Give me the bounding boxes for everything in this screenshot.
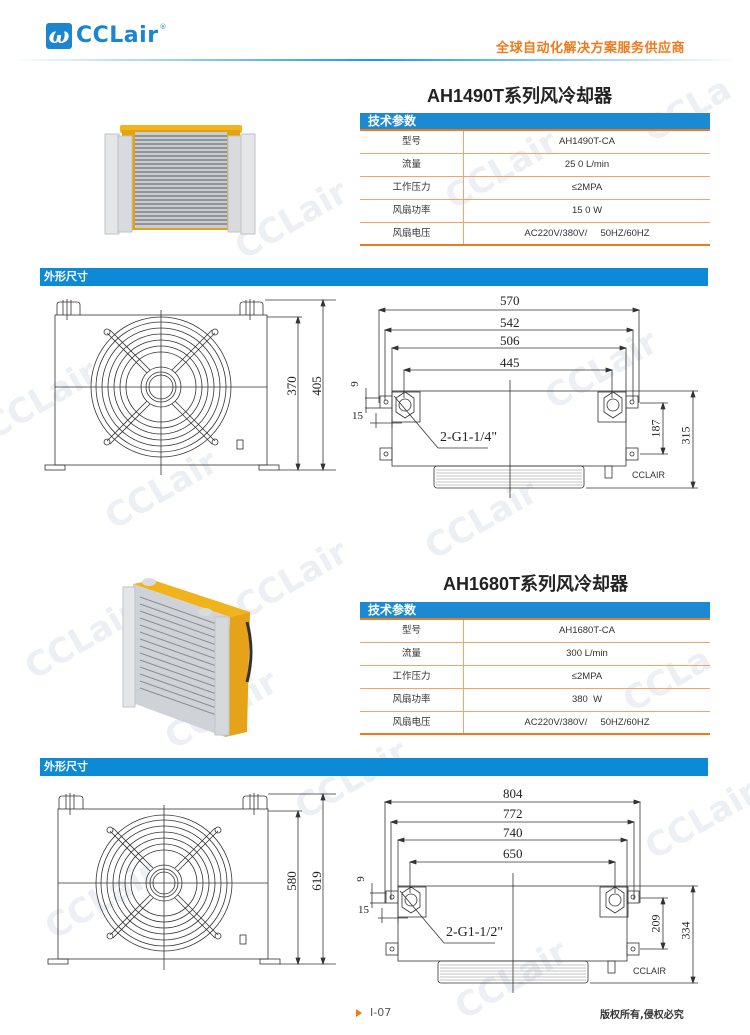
spec-value: AC220V/380V/ 50HZ/60HZ: [524, 228, 650, 239]
dimension-label: 405: [308, 376, 324, 396]
dimension-label: 619: [308, 871, 324, 891]
spec-value: 25 0 L/min: [564, 159, 610, 170]
dimension-label: 370: [283, 376, 299, 396]
arrow-right-icon: [356, 1008, 362, 1017]
spec-value: AH1680T-CA: [559, 625, 615, 636]
header-divider: [10, 59, 740, 61]
front-view-drawing: 370 405: [40, 295, 340, 485]
spec-key: 工作压力: [360, 666, 464, 688]
section-bar-dimensions: 外形尺寸: [40, 268, 708, 286]
dimension-label: 445: [500, 355, 520, 370]
spec-key: 风扇电压: [360, 712, 464, 733]
spec-value: ≤2MPA: [571, 182, 603, 193]
section-bar-dimensions: 外形尺寸: [40, 758, 708, 776]
product-photo-ah1490t: [100, 122, 260, 237]
spec-key: 流量: [360, 643, 464, 665]
spec-key: 风扇功率: [360, 200, 464, 222]
front-view-drawing: 580 619: [40, 785, 340, 980]
dimension-label: 9: [348, 381, 361, 387]
brand-label: CCLAIR: [633, 966, 667, 976]
dimension-label: 542: [500, 315, 520, 330]
dimension-label: 740: [503, 825, 523, 840]
spec-value: ≤2MPA: [571, 671, 603, 682]
dimension-label: 772: [503, 806, 523, 821]
spec-value: AC220V/380V/ 50HZ/60HZ: [524, 717, 650, 728]
dimension-label: 187: [648, 419, 663, 438]
dimension-label: 506: [500, 333, 520, 348]
dimension-label: 15: [358, 904, 369, 916]
spec-row: 工作压力 ≤2MPA: [360, 177, 710, 200]
product-photo-ah1680t: [115, 572, 255, 737]
dimension-label: 15: [352, 410, 363, 422]
spec-row: 流量 300 L/min: [360, 643, 710, 666]
spec-row: 风扇电压 AC220V/380V/ 50HZ/60HZ: [360, 712, 710, 735]
port-label: 2-G1-1/4": [440, 430, 498, 445]
product-title: AH1680T系列风冷却器: [443, 574, 629, 594]
port-label: 2-G1-1/2": [446, 925, 504, 940]
logo-mark-icon: ω: [46, 23, 72, 49]
dimension-label: 334: [678, 921, 693, 940]
logo-text: CCLair: [76, 23, 159, 48]
spec-value: 15 0 W: [571, 205, 603, 216]
spec-value: 300 L/min: [566, 648, 608, 659]
page-number: I-07: [356, 1006, 391, 1019]
top-view-drawing: 570 542 506 445 9 15 2-G1-1/4" 187 315 C…: [348, 288, 710, 498]
spec-value: AH1490T-CA: [559, 136, 615, 147]
product-title: AH1490T系列风冷却器: [427, 86, 613, 106]
spec-key: 风扇功率: [360, 689, 464, 711]
spec-row: 型号 AH1680T-CA: [360, 620, 710, 643]
spec-table-header: 技术参数: [360, 602, 710, 620]
dimension-label: 9: [354, 876, 367, 882]
spec-table: 技术参数 型号 AH1490T-CA 流量 25 0 L/min 工作压力 ≤2…: [360, 113, 710, 246]
spec-row: 风扇功率 15 0 W: [360, 200, 710, 223]
spec-value: 380 W: [571, 694, 603, 705]
spec-key: 流量: [360, 154, 464, 176]
dimension-label: 650: [503, 846, 523, 861]
dimension-label: 580: [283, 871, 299, 891]
dimension-label: 315: [678, 426, 693, 445]
spec-key: 型号: [360, 131, 464, 153]
registered-mark: ®: [159, 23, 167, 31]
brand-label: CCLAIR: [632, 470, 666, 480]
spec-row: 流量 25 0 L/min: [360, 154, 710, 177]
slogan: 全球自动化解决方案服务供应商: [495, 41, 685, 56]
spec-row: 风扇电压 AC220V/380V/ 50HZ/60HZ: [360, 223, 710, 246]
spec-key: 工作压力: [360, 177, 464, 199]
spec-key: 风扇电压: [360, 223, 464, 244]
dimension-label: 570: [500, 293, 520, 308]
dimension-label: 209: [648, 914, 663, 933]
brand-logo: ω CCLair ®: [46, 23, 167, 49]
spec-table: 技术参数 型号 AH1680T-CA 流量 300 L/min 工作压力 ≤2M…: [360, 602, 710, 735]
dimension-label: 804: [503, 786, 523, 801]
spec-table-header: 技术参数: [360, 113, 710, 131]
spec-key: 型号: [360, 620, 464, 642]
spec-row: 工作压力 ≤2MPA: [360, 666, 710, 689]
top-view-drawing: 804 772 740 650 9 15 2-G1-1/2" 209 334 C…: [350, 778, 710, 993]
page-number-text: I-07: [370, 1006, 392, 1019]
copyright-notice: 版权所有,侵权必究: [600, 1010, 684, 1021]
spec-row: 风扇功率 380 W: [360, 689, 710, 712]
spec-row: 型号 AH1490T-CA: [360, 131, 710, 154]
